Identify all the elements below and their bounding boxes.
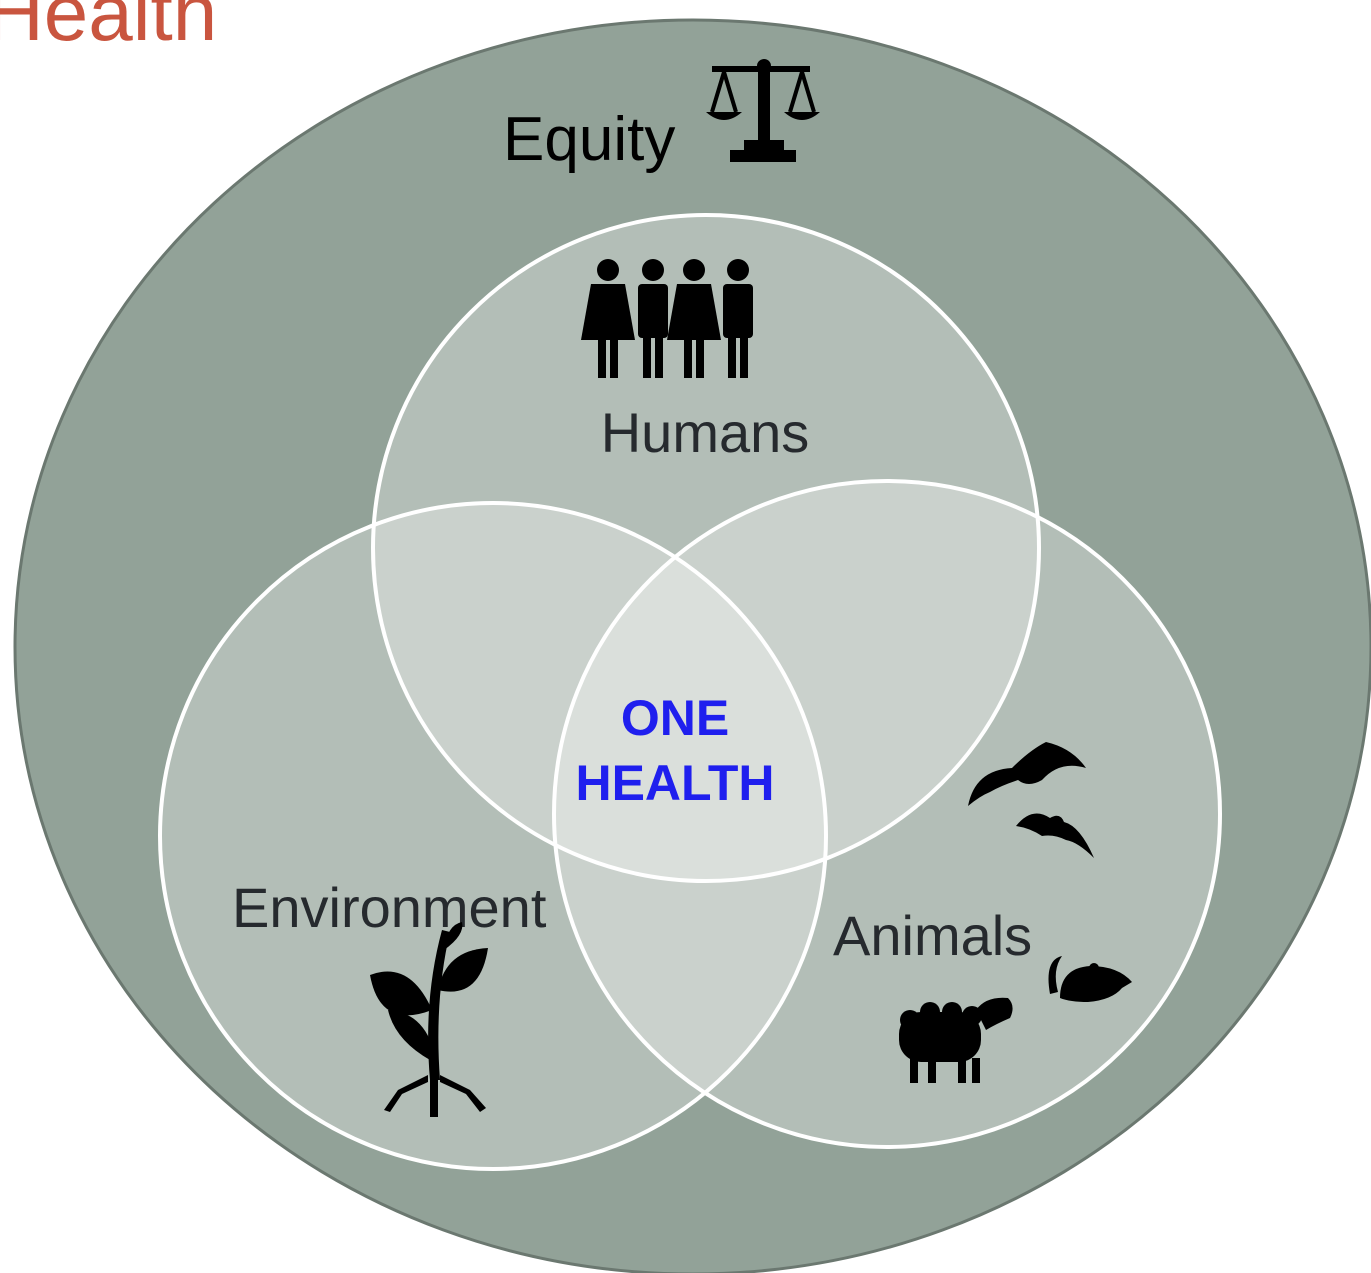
rat-icon [1048, 956, 1132, 1002]
people-icon [581, 259, 753, 378]
center-line-two: HEALTH [575, 755, 774, 811]
humans-circle [371, 213, 1041, 883]
environment-label: Environment [232, 876, 547, 939]
environment-circle [158, 501, 828, 1171]
equity-circle [13, 18, 1371, 1273]
bat-icon [968, 742, 1086, 806]
animals-label: Animals [833, 904, 1032, 967]
sheep-icon [899, 997, 1013, 1083]
humans-label: Humans [601, 401, 810, 464]
bat-icon [1016, 813, 1094, 858]
equity-label: Equity [503, 105, 675, 174]
page-title-fragment: Health [0, 0, 217, 57]
scales-icon [706, 59, 820, 162]
center-line-one: ONE [621, 690, 729, 746]
plant-icon [370, 922, 488, 1117]
animals-circle [552, 479, 1222, 1149]
